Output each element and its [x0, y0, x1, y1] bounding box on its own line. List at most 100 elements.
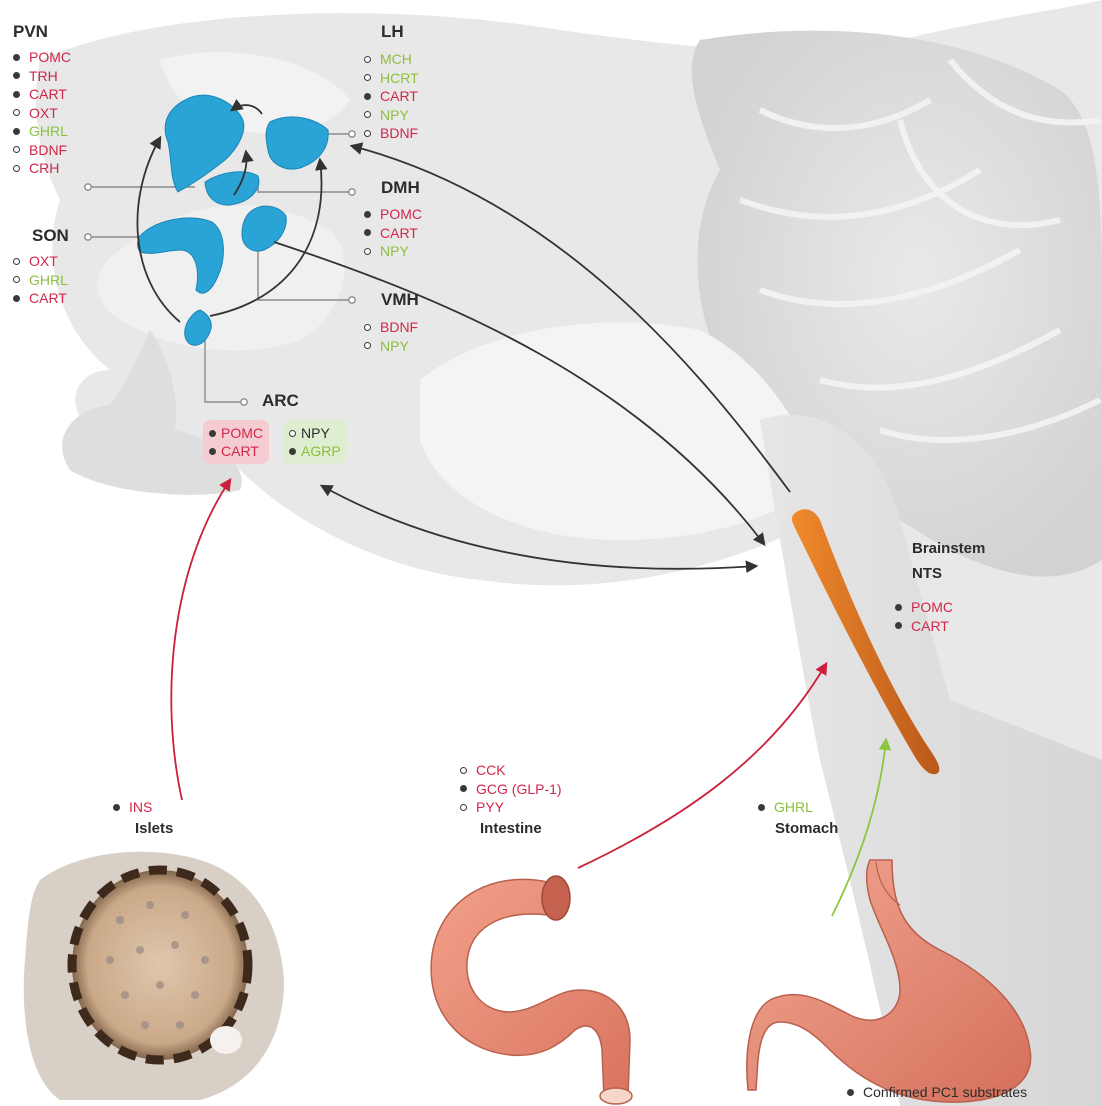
- substrate-name: CART: [29, 289, 67, 308]
- substrate-row-cart: CART: [13, 85, 71, 104]
- intestine-illustration: [431, 876, 632, 1104]
- marker-list-stomach: GHRL: [758, 798, 813, 817]
- open-dot-icon: [364, 111, 371, 118]
- pointer-dot-arc: [241, 399, 247, 405]
- substrate-name: POMC: [380, 205, 422, 224]
- open-dot-icon: [460, 767, 467, 774]
- filled-dot-icon: [13, 91, 20, 98]
- substrate-row-gcg-glp-1: GCG (GLP-1): [460, 780, 562, 799]
- substrate-name: CRH: [29, 159, 59, 178]
- substrate-name: MCH: [380, 50, 412, 69]
- substrate-row-oxt: OXT: [13, 252, 68, 271]
- substrate-name: PYY: [476, 798, 504, 817]
- open-dot-icon: [13, 109, 20, 116]
- marker-list-nts: POMCCART: [895, 598, 953, 635]
- substrate-name: CART: [221, 442, 259, 460]
- filled-dot-icon: [460, 785, 467, 792]
- substrate-row-crh: CRH: [13, 159, 71, 178]
- nts-label: NTS: [912, 565, 942, 582]
- substrate-name: CART: [380, 87, 418, 106]
- intestine-to-nts-arrow: [578, 664, 826, 868]
- substrate-name: NPY: [380, 242, 409, 261]
- islet-micrograph: [24, 852, 284, 1100]
- substrate-name: TRH: [29, 67, 58, 86]
- substrate-row-cart: CART: [209, 442, 263, 460]
- filled-dot-icon: [13, 54, 20, 61]
- substrate-name: BDNF: [380, 318, 418, 337]
- open-dot-icon: [13, 258, 20, 265]
- open-dot-icon: [364, 342, 371, 349]
- substrate-name: NPY: [380, 106, 409, 125]
- substrate-name: CART: [380, 224, 418, 243]
- substrate-row-npy: NPY: [364, 337, 418, 356]
- region-label-arc: ARC: [262, 391, 299, 411]
- filled-dot-icon: [364, 229, 371, 236]
- open-dot-icon: [364, 56, 371, 63]
- substrate-row-pyy: PYY: [460, 798, 562, 817]
- substrate-name: POMC: [29, 48, 71, 67]
- filled-dot-icon: [895, 622, 902, 629]
- substrate-name: AGRP: [301, 442, 341, 460]
- region-label-vmh: VMH: [381, 290, 419, 310]
- substrate-name: OXT: [29, 104, 58, 123]
- substrate-name: BDNF: [29, 141, 67, 160]
- region-label-dmh: DMH: [381, 178, 420, 198]
- substrate-row-pomc: POMC: [13, 48, 71, 67]
- substrate-row-oxt: OXT: [13, 104, 71, 123]
- open-dot-icon: [13, 276, 20, 283]
- filled-dot-icon: [895, 604, 902, 611]
- substrate-name: GCG (GLP-1): [476, 780, 562, 799]
- substrate-row-bdnf: BDNF: [364, 318, 418, 337]
- filled-dot-icon: [289, 448, 296, 455]
- legend-filled-dot-icon: [847, 1089, 854, 1096]
- substrate-row-pomc: POMC: [895, 598, 953, 617]
- substrate-row-ins: INS: [113, 798, 152, 817]
- brainstem-label: Brainstem: [912, 540, 985, 557]
- organ-label-stomach: Stomach: [775, 820, 838, 837]
- open-dot-icon: [13, 165, 20, 172]
- substrate-row-cart: CART: [13, 289, 68, 308]
- substrate-name: CART: [29, 85, 67, 104]
- substrate-name: NPY: [301, 424, 330, 442]
- marker-list-son: OXTGHRLCART: [13, 252, 68, 308]
- filled-dot-icon: [364, 211, 371, 218]
- organ-label-intestine: Intestine: [480, 820, 542, 837]
- substrate-row-trh: TRH: [13, 67, 71, 86]
- arc-npy-neuron-group: NPYAGRP: [283, 420, 347, 464]
- pointer-dot-dmh: [349, 189, 355, 195]
- filled-dot-icon: [758, 804, 765, 811]
- filled-dot-icon: [13, 128, 20, 135]
- region-label-lh: LH: [381, 22, 404, 42]
- islets-to-arc-arrow: [171, 480, 230, 800]
- marker-list-dmh: POMCCARTNPY: [364, 205, 422, 261]
- marker-list-islets: INS: [113, 798, 152, 817]
- substrate-name: HCRT: [380, 69, 419, 88]
- substrate-row-agrp: AGRP: [289, 442, 341, 460]
- pointer-dot-son: [85, 234, 91, 240]
- filled-dot-icon: [13, 72, 20, 79]
- substrate-name: GHRL: [29, 271, 68, 290]
- substrate-row-ghrl: GHRL: [13, 271, 68, 290]
- filled-dot-icon: [113, 804, 120, 811]
- substrate-name: CART: [911, 617, 949, 636]
- filled-dot-icon: [364, 93, 371, 100]
- open-dot-icon: [364, 248, 371, 255]
- open-dot-icon: [289, 430, 296, 437]
- marker-list-vmh: BDNFNPY: [364, 318, 418, 355]
- substrate-name: GHRL: [774, 798, 813, 817]
- substrate-row-npy: NPY: [364, 106, 419, 125]
- substrate-row-pomc: POMC: [209, 424, 263, 442]
- pointer-dot-pvn: [85, 184, 91, 190]
- substrate-name: POMC: [911, 598, 953, 617]
- substrate-row-npy: NPY: [364, 242, 422, 261]
- substrate-name: CCK: [476, 761, 506, 780]
- substrate-name: POMC: [221, 424, 263, 442]
- open-dot-icon: [364, 324, 371, 331]
- filled-dot-icon: [209, 448, 216, 455]
- substrate-row-hcrt: HCRT: [364, 69, 419, 88]
- substrate-row-pomc: POMC: [364, 205, 422, 224]
